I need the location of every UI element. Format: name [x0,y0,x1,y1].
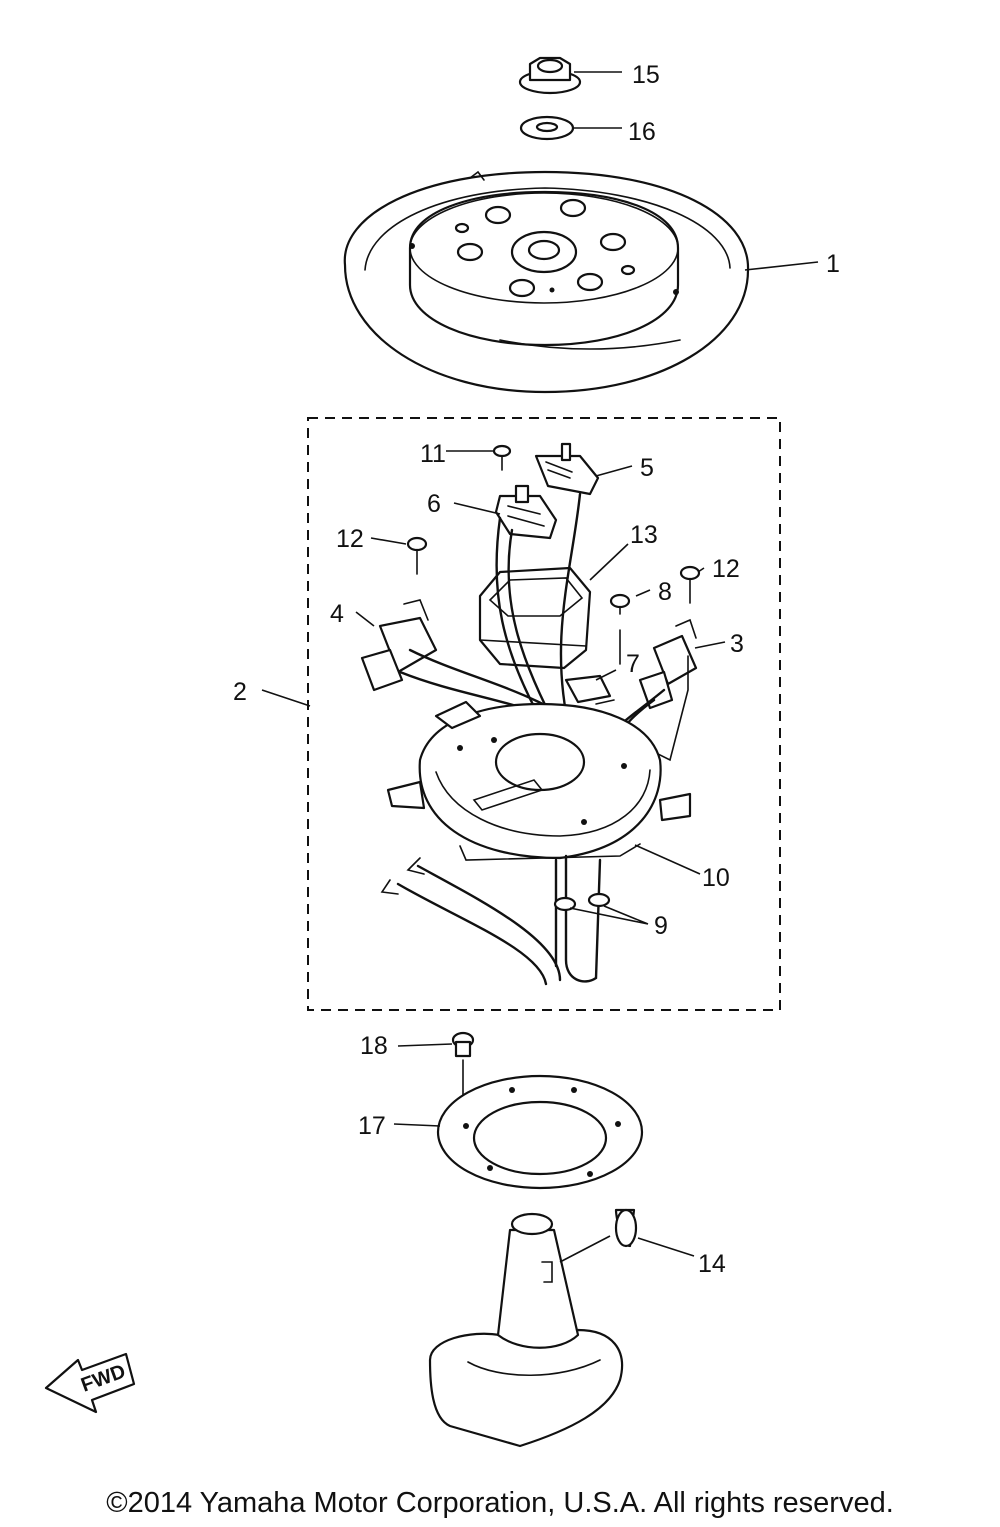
callout-18: 18 [360,1032,388,1060]
callout-11: 11 [420,440,446,468]
callout-7: 7 [626,650,640,678]
lighting-coil-right [638,618,698,710]
callout-15: 15 [632,61,660,89]
stator-assembly-box [307,417,781,1011]
lead-clamp [564,674,615,705]
callout-13: 13 [630,521,658,549]
callout-6: 6 [427,490,441,518]
screw-12-right [679,565,701,604]
stator-base-plate [386,700,692,861]
lead-wires [380,854,611,986]
retainer-plate [436,1074,644,1190]
callout-12-left: 12 [336,525,364,553]
copyright-notice: ©2014 Yamaha Motor Corporation, U.S.A. A… [106,1487,894,1519]
callout-16: 16 [628,118,656,146]
callout-3: 3 [730,630,744,658]
pulser-coil-upper [534,442,600,496]
screw-12-left [406,536,428,575]
callout-2: 2 [233,678,247,706]
callout-8: 8 [658,578,672,606]
callout-10: 10 [702,864,730,892]
screw-18 [451,1031,475,1097]
flange-nut [518,56,582,95]
callout-4: 4 [330,600,344,628]
lock-washer [519,115,575,141]
callout-labels: 15 16 1 2 3 4 5 6 7 8 9 10 11 12 12 13 1… [233,61,840,1278]
woodruff-key [614,1208,638,1248]
pulser-coil [494,484,558,540]
callout-1: 1 [826,250,840,278]
screw-8 [609,593,631,615]
forward-direction-arrow: FWD [44,1352,136,1414]
screw-11 [492,444,512,471]
callout-9: 9 [654,912,668,940]
callout-14: 14 [698,1250,726,1278]
flywheel [343,170,750,394]
callout-5: 5 [640,454,654,482]
lighting-coil-left [360,599,438,692]
leader-lines [261,71,819,1263]
crankshaft [428,1212,624,1448]
callout-17: 17 [358,1112,386,1140]
callout-12-right: 12 [712,555,740,583]
